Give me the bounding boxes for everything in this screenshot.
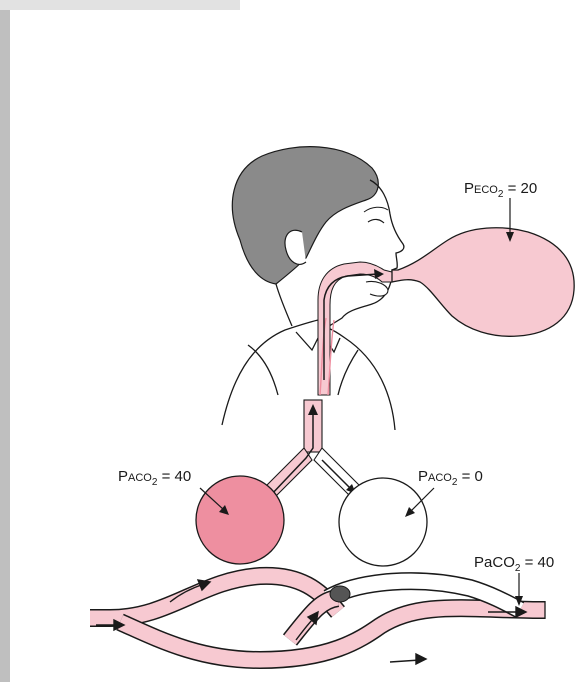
tongue — [366, 281, 388, 296]
paco2-right-label: PACO2 = 0 — [418, 468, 483, 488]
page-left-shadow — [0, 0, 10, 682]
unperfused-alveolus — [339, 478, 427, 566]
exhaled-gas-balloon — [392, 228, 574, 337]
paco2-left-label: PACO2 = 40 — [118, 468, 191, 488]
eye — [368, 219, 384, 223]
peco2-label: PECO2 = 20 — [464, 180, 537, 200]
embolus — [330, 586, 350, 602]
neck-back — [276, 284, 292, 326]
brow — [364, 207, 388, 212]
page-top-shadow — [0, 0, 240, 10]
perfused-alveolus — [196, 476, 284, 564]
arterial-paco2-label: PaCO2 = 40 — [474, 554, 554, 574]
